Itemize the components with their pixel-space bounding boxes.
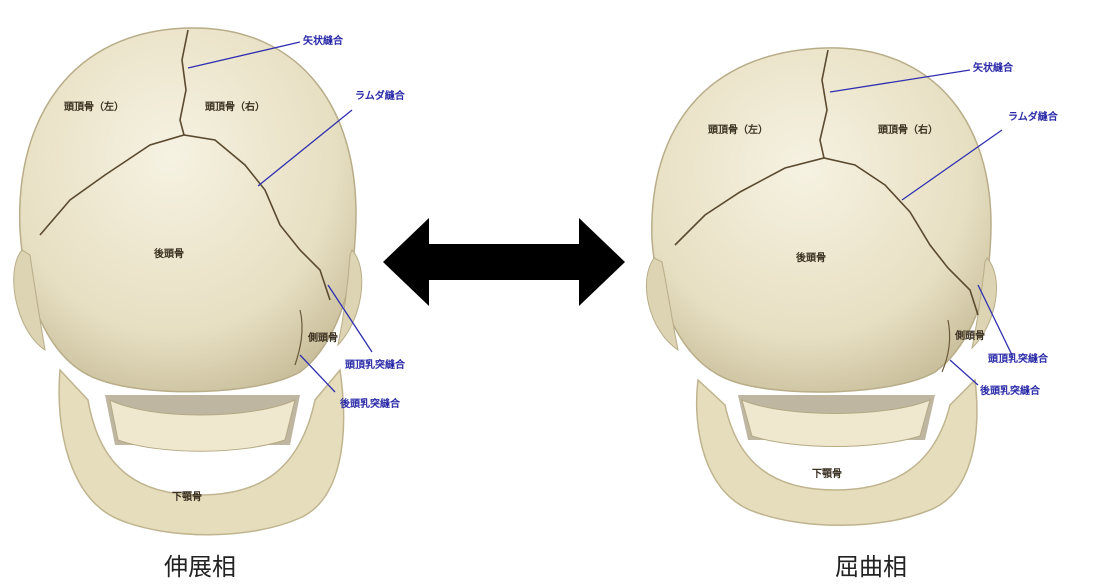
sagittal-suture-label: 矢状縫合	[973, 64, 1013, 74]
occipital-bone-label: 後頭骨	[154, 250, 184, 260]
occipitomastoid-suture-label: 後頭乳突縫合	[340, 400, 400, 410]
skull-posterior-view-image	[630, 0, 1093, 540]
parietal-right-label: 頭頂骨（右）	[878, 126, 938, 136]
caption-extension-phase: 伸展相	[164, 555, 236, 579]
occipitomastoid-suture-label: 後頭乳突縫合	[980, 387, 1040, 397]
sagittal-suture-label: 矢状縫合	[303, 37, 343, 47]
temporal-bone-label: 側頭骨	[955, 332, 985, 342]
temporal-bone-label: 側頭骨	[308, 334, 338, 344]
mandible-label: 下顎骨	[812, 470, 842, 480]
occipital-bone-label: 後頭骨	[796, 254, 826, 264]
parietal-left-label: 頭頂骨（左）	[64, 103, 124, 113]
parietomastoid-suture-label: 頭頂乳突縫合	[345, 361, 405, 371]
caption-flexion-phase: 屈曲相	[835, 555, 907, 579]
lambdoid-suture-label: ラムダ縫合	[355, 92, 405, 102]
lambdoid-suture-label: ラムダ縫合	[1008, 113, 1058, 123]
skull-figure-flexion: 矢状縫合 頭頂骨（左） 頭頂骨（右） ラムダ縫合 後頭骨 側頭骨 頭頂乳突縫合 …	[630, 0, 1093, 540]
parietal-left-label: 頭頂骨（左）	[708, 126, 768, 136]
double-headed-arrow-icon	[383, 218, 625, 306]
parietomastoid-suture-label: 頭頂乳突縫合	[988, 355, 1048, 365]
parietal-right-label: 頭頂骨（右）	[205, 103, 265, 113]
mandible-label: 下顎骨	[172, 493, 202, 503]
